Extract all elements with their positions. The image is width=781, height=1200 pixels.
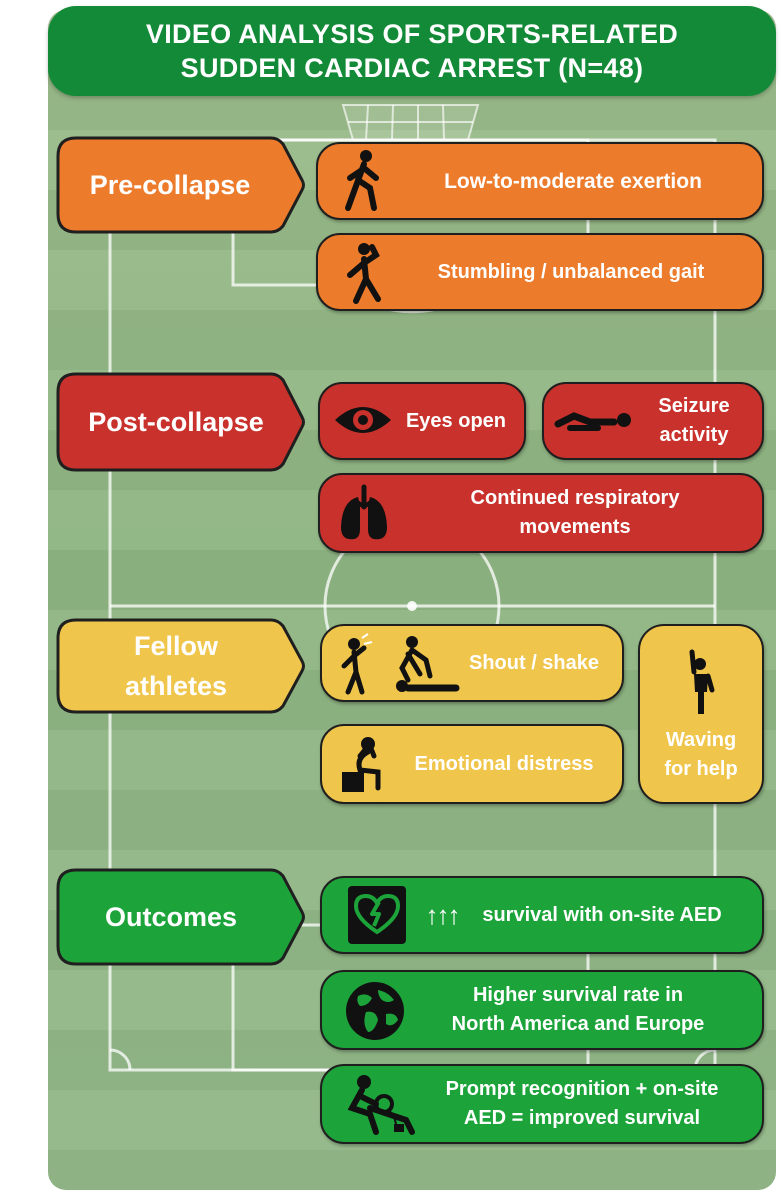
stumbling-person-icon [347, 243, 381, 304]
respiratory-text: Continued respiratory movements [400, 484, 750, 542]
prompt-line-2: AED = improved survival [463, 1107, 701, 1129]
shout-shake-icon [341, 633, 460, 695]
post-collapse-label: Post-collapse [58, 376, 294, 468]
eye-icon [335, 407, 391, 433]
lungs-icon [341, 484, 387, 540]
fellow-athletes-label: Fellow athletes [58, 622, 294, 710]
aed-heart-icon [348, 886, 406, 944]
pre-collapse-label-text: Pre-collapse [89, 169, 251, 200]
eyes-open-text: Eyes open [405, 409, 507, 432]
seizure-line-2: activity [659, 424, 729, 446]
waving-line-2: for help [664, 758, 738, 780]
post-collapse-item-eyes: Eyes open [318, 382, 526, 460]
pre-collapse-item-exertion: Low-to-moderate exertion [316, 142, 764, 220]
region-line-1: Higher survival rate in [472, 984, 684, 1006]
seizure-text: Seizure activity [636, 392, 752, 450]
outcomes-label-text: Outcomes [104, 901, 238, 932]
title-banner: VIDEO ANALYSIS OF SPORTS-RELATED SUDDEN … [48, 6, 776, 96]
waving-text: Waving for help [644, 726, 758, 784]
waving-line-1: Waving [665, 729, 737, 751]
pre-collapse-label: Pre-collapse [60, 140, 280, 230]
shout-shake-text: Shout / shake [468, 651, 600, 674]
aed-survival-text: survival with on-site AED [482, 903, 722, 926]
exertion-text: Low-to-moderate exertion [444, 169, 702, 193]
pre-collapse-tag-shape [56, 136, 305, 234]
fellow-athletes-item-shout: Shout / shake [320, 624, 624, 702]
respiratory-line-1: Continued respiratory [470, 487, 680, 509]
post-collapse-item-seizure: Seizure activity [542, 382, 764, 460]
globe-icon [346, 982, 404, 1040]
prompt-line-1: Prompt recognition + on-site [445, 1078, 719, 1100]
distressed-person-icon [342, 737, 381, 792]
page-title: VIDEO ANALYSIS OF SPORTS-RELATED SUDDEN … [146, 17, 678, 85]
fellow-athletes-item-distress: Emotional distress [320, 724, 624, 804]
fellow-athletes-tag-shape [56, 618, 305, 714]
seizure-line-1: Seizure [658, 395, 730, 417]
cpr-aed-icon [347, 1075, 415, 1135]
post-collapse-tag-shape [56, 372, 305, 472]
gait-text: Stumbling / unbalanced gait [437, 260, 705, 283]
outcomes-tag-shape [56, 868, 305, 966]
fellow-athletes-line-1: Fellow [133, 631, 218, 661]
title-line-2: SUDDEN CARDIAC ARREST (N=48) [180, 53, 644, 83]
post-collapse-label-text: Post-collapse [88, 406, 264, 437]
pre-collapse-item-gait: Stumbling / unbalanced gait [316, 233, 764, 311]
outcomes-item-region: Higher survival rate in North America an… [320, 970, 764, 1050]
fellow-athletes-item-waving: Waving for help [638, 624, 764, 804]
respiratory-line-2: movements [519, 516, 631, 538]
post-collapse-item-respiratory: Continued respiratory movements [318, 473, 764, 553]
up-arrows-icon: ↑↑↑ [425, 899, 461, 930]
region-survival-text: Higher survival rate in North America an… [408, 981, 748, 1039]
outcomes-item-aed: ↑↑↑ survival with on-site AED [320, 876, 764, 954]
region-line-2: North America and Europe [451, 1013, 705, 1035]
distress-text: Emotional distress [414, 752, 594, 775]
prompt-recognition-text: Prompt recognition + on-site AED = impro… [414, 1075, 750, 1133]
waving-person-icon [689, 649, 715, 714]
outcomes-label: Outcomes [58, 872, 284, 962]
walking-person-icon [345, 150, 379, 211]
outcomes-item-prompt: Prompt recognition + on-site AED = impro… [320, 1064, 764, 1144]
lying-person-icon [554, 412, 631, 431]
fellow-athletes-line-2: athletes [124, 671, 228, 701]
title-line-1: VIDEO ANALYSIS OF SPORTS-RELATED [145, 19, 679, 49]
